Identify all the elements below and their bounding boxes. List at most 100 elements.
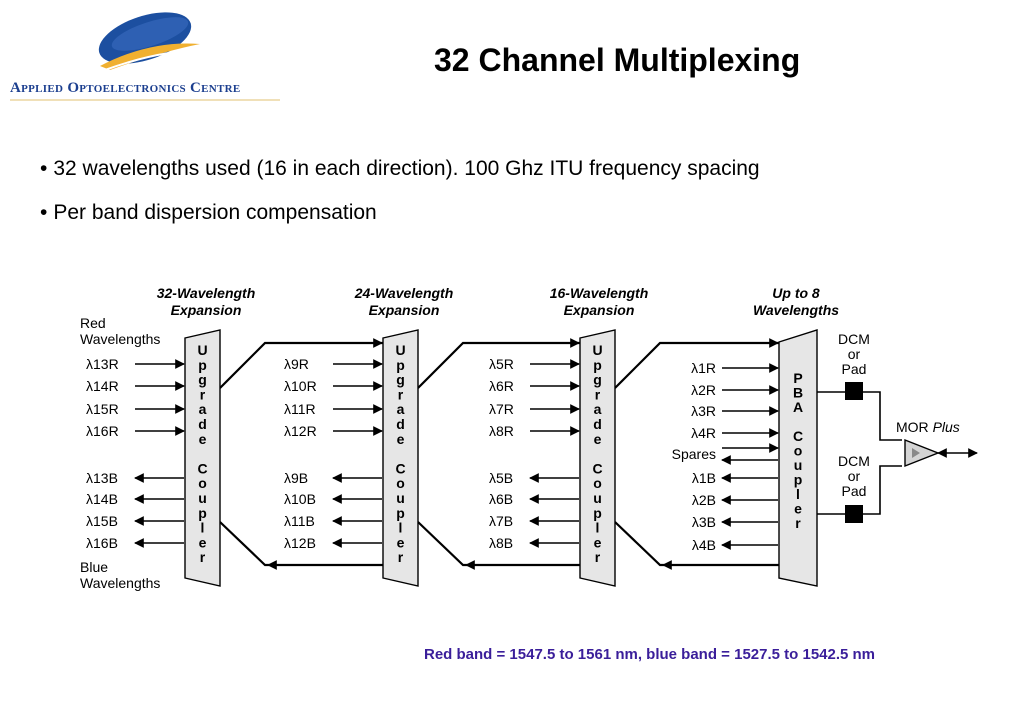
red-wavelengths-label: Red	[80, 315, 106, 331]
dcm-bottom-label: or	[848, 468, 861, 484]
blue-link-line	[219, 521, 383, 567]
coupler-letter: C	[197, 460, 207, 476]
coupler-letter: r	[200, 386, 206, 402]
blue-channel-label: λ6B	[489, 491, 513, 507]
coupler-letter: l	[399, 520, 403, 536]
coupler-letter: u	[198, 490, 207, 506]
coupler-letter: e	[594, 534, 602, 550]
red-wavelengths-label: Wavelengths	[80, 331, 160, 347]
coupler-letter: U	[197, 342, 207, 358]
coupler-letter: l	[201, 520, 205, 536]
upgrade-coupler	[579, 329, 616, 587]
pba-coupler	[778, 329, 818, 587]
coupler-letter: u	[794, 457, 803, 473]
coupler-letter: g	[593, 372, 602, 388]
blue-link-line	[614, 521, 779, 567]
bullet-dot-icon: •	[40, 157, 48, 180]
red-channel-label: λ10R	[284, 378, 317, 394]
logo-org-name: Applied Optoelectronics Centre	[10, 80, 241, 96]
stage-heading: 32-Wavelength	[157, 285, 256, 301]
bullet-dot-icon: •	[40, 201, 48, 224]
red-channel-label: λ14R	[86, 378, 119, 394]
dcm-top-label: or	[848, 346, 861, 362]
dcm-bottom-box	[845, 505, 863, 523]
blue-channel-label: λ5B	[489, 470, 513, 486]
coupler-letter: g	[396, 372, 405, 388]
dcm-bottom-label: DCM	[838, 453, 870, 469]
blue-channel-label: λ15B	[86, 513, 118, 529]
bullet-item: •Per band dispersion compensation	[40, 201, 377, 225]
coupler-letter: d	[198, 416, 207, 432]
coupler-letter: g	[198, 372, 207, 388]
blue-link-line	[417, 521, 580, 567]
coupler-letter: a	[594, 401, 602, 417]
coupler-letter: e	[594, 431, 602, 447]
coupler-letter: p	[593, 357, 602, 373]
coupler-letter: B	[793, 385, 803, 401]
coupler-letter: p	[396, 505, 405, 521]
blue-channel-label: λ4B	[692, 537, 716, 553]
blue-channel-label: λ9B	[284, 470, 308, 486]
dcm-top-label: DCM	[838, 331, 870, 347]
band-footnote: Red band = 1547.5 to 1561 nm, blue band …	[424, 646, 876, 663]
blue-channel-label: λ1B	[692, 470, 716, 486]
red-channel-label: λ11R	[284, 401, 316, 417]
coupler-letter: C	[395, 460, 405, 476]
coupler-letter: A	[793, 399, 803, 415]
dcm-top-box	[845, 382, 863, 400]
coupler-letter: e	[397, 534, 405, 550]
mor-amplifier-inner-icon	[912, 448, 920, 458]
blue-channel-label: λ16B	[86, 535, 118, 551]
red-channel-label: λ1R	[691, 360, 716, 376]
coupler-letter: o	[198, 475, 207, 491]
coupler-letter: p	[198, 357, 207, 373]
blue-channel-label: λ13B	[86, 470, 118, 486]
coupler-letter: e	[199, 534, 207, 550]
upgrade-coupler	[184, 329, 221, 587]
dcm-bottom-label: Pad	[842, 483, 867, 499]
red-channel-label: λ16R	[86, 423, 119, 439]
coupler-letter: r	[795, 515, 801, 531]
coupler-letter: r	[398, 549, 404, 565]
red-channel-label: λ6R	[489, 378, 514, 394]
coupler-letter: C	[793, 428, 803, 444]
red-channel-label: λ12R	[284, 423, 317, 439]
coupler-letter: e	[199, 431, 207, 447]
coupler-letter: p	[396, 357, 405, 373]
stage-heading: Wavelengths	[753, 302, 839, 318]
coupler-letter: r	[398, 386, 404, 402]
mor-label: MOR Plus	[896, 419, 960, 435]
coupler-letter: p	[198, 505, 207, 521]
blue-wavelengths-label: Blue	[80, 559, 108, 575]
coupler-letter: l	[596, 520, 600, 536]
red-channel-label: λ3R	[691, 403, 716, 419]
stage-heading: Expansion	[171, 302, 242, 318]
coupler-letter: u	[396, 490, 405, 506]
coupler-letter: u	[593, 490, 602, 506]
red-channel-label: λ13R	[86, 356, 119, 372]
coupler-letter: C	[592, 460, 602, 476]
coupler-letter: o	[794, 443, 803, 459]
coupler-letter: p	[794, 472, 803, 488]
blue-channel-label: λ10B	[284, 491, 316, 507]
coupler-letter: r	[595, 549, 601, 565]
stage-heading: Up to 8	[772, 285, 820, 301]
blue-channel-label: λ8B	[489, 535, 513, 551]
coupler-letter: a	[397, 401, 405, 417]
red-channel-label: λ7R	[489, 401, 514, 417]
red-channel-label: λ8R	[489, 423, 514, 439]
coupler-letter: o	[396, 475, 405, 491]
blue-channel-label: λ11B	[284, 513, 315, 529]
mor-plus-label: Plus	[933, 419, 960, 435]
coupler-letter: U	[395, 342, 405, 358]
coupler-letter: e	[794, 501, 802, 517]
blue-channel-label: λ3B	[692, 514, 716, 530]
blue-channel-label: λ2B	[692, 492, 716, 508]
bullet-text: Per band dispersion compensation	[53, 201, 377, 224]
coupler-letter: e	[397, 431, 405, 447]
coupler-letter: p	[593, 505, 602, 521]
blue-channel-label: λ12B	[284, 535, 316, 551]
bullet-text: 32 wavelengths used (16 in each directio…	[53, 157, 760, 180]
red-link-line	[614, 341, 779, 389]
